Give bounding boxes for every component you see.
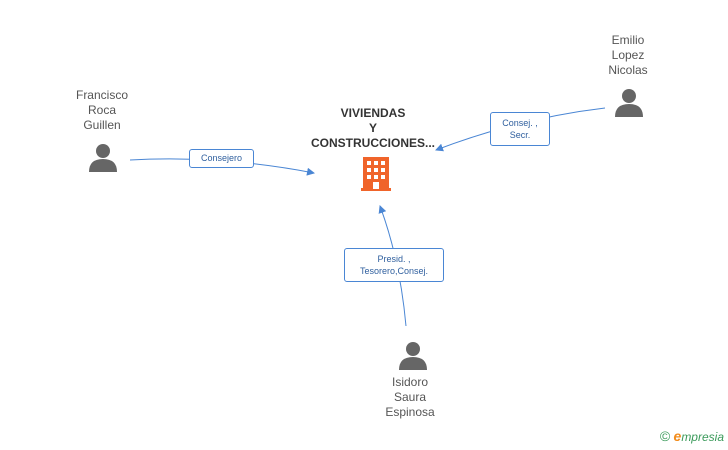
role-box-isidoro[interactable]: Presid. , Tesorero,Consej. (344, 248, 444, 282)
role-box-francisco[interactable]: Consejero (189, 149, 254, 168)
person-icon[interactable] (398, 340, 428, 370)
person-icon[interactable] (614, 87, 644, 117)
person-name-francisco[interactable]: Francisco Roca Guillen (75, 88, 128, 132)
person-icon[interactable] (88, 142, 118, 172)
company-name[interactable]: VIVIENDAS Y CONSTRUCCIONES... (310, 106, 435, 150)
brand-name: mpresia (681, 430, 724, 444)
building-icon[interactable] (361, 157, 391, 191)
brand-logo[interactable]: © empresia (660, 428, 724, 444)
person-name-emilio[interactable]: Emilio Lopez Nicolas (608, 33, 648, 77)
person-name-isidoro[interactable]: Isidoro Saura Espinosa (385, 375, 435, 419)
copyright-symbol: © (659, 428, 671, 444)
brand-e: e (673, 428, 682, 444)
role-box-emilio[interactable]: Consej. , Secr. (490, 112, 550, 146)
